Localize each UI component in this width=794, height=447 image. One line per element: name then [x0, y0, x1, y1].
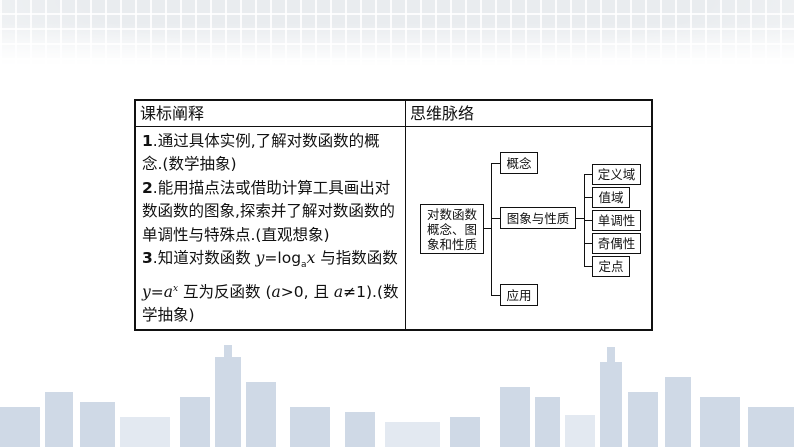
mind-map: 对数函数概念、图象和性质 概念 图象与性质 应用 定义域 值域 单调性 奇偶性 … [406, 127, 653, 330]
property-range: 值域 [592, 187, 630, 208]
item-1: 1.通过具体实例,了解对数函数的概念.(数学抽象) [142, 132, 380, 174]
property-parity: 奇偶性 [592, 233, 641, 254]
curriculum-content: 1.通过具体实例,了解对数函数的概念.(数学抽象) 2.能用描点法或借助计算工具… [142, 130, 400, 328]
header-curriculum: 课标阐释 [140, 104, 205, 123]
property-fixed-point: 定点 [592, 256, 630, 277]
item-2: 2.能用描点法或借助计算工具画出对数函数的图象,探索并了解对数函数的单调性与特殊… [142, 178, 395, 244]
top-grid-decoration [0, 0, 794, 66]
mindmap-root: 对数函数概念、图象和性质 [420, 204, 484, 254]
property-monotonicity: 单调性 [592, 210, 641, 231]
header-divider [136, 126, 651, 127]
item-3: 3.知道对数函数 y=logax 与指数函数 y=ax 互为反函数 (a>0, … [142, 249, 399, 325]
city-skyline-decoration [0, 345, 794, 447]
info-table: 课标阐释 思维脉络 1.通过具体实例,了解对数函数的概念.(数学抽象) 2.能用… [134, 99, 653, 331]
header-mindmap: 思维脉络 [410, 104, 475, 123]
branch-graph-properties: 图象与性质 [500, 207, 576, 229]
branch-application: 应用 [500, 284, 538, 306]
column-divider [405, 101, 406, 329]
branch-concept: 概念 [500, 152, 538, 174]
property-domain: 定义域 [592, 164, 641, 185]
